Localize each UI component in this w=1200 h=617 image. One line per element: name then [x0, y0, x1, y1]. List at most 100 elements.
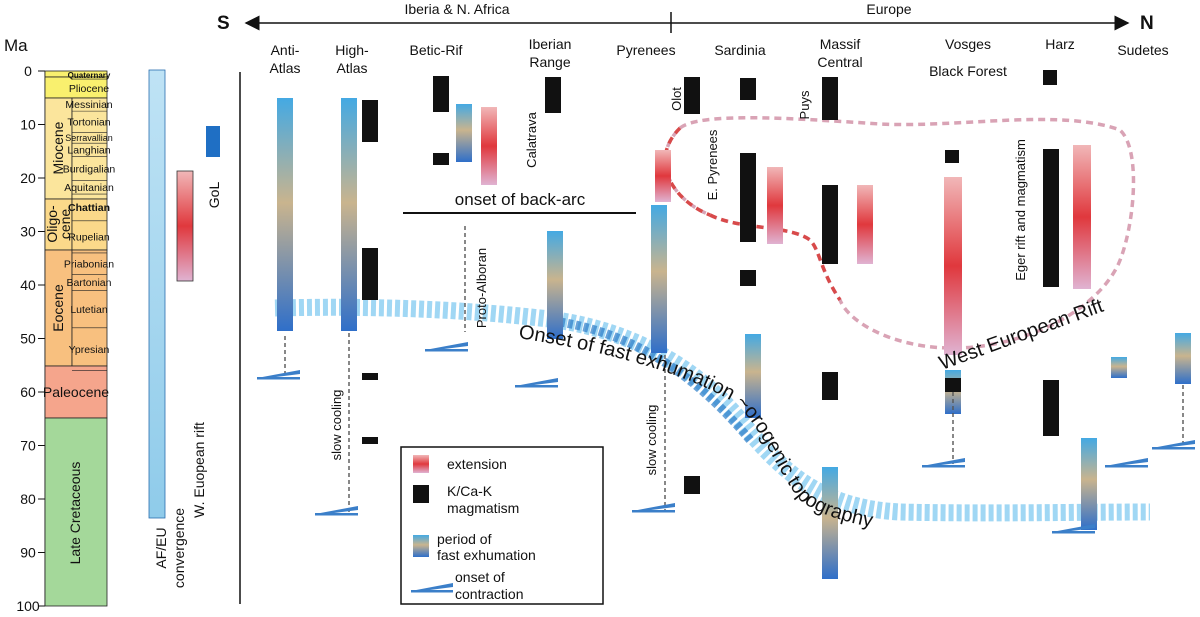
y-tick-label: 50	[20, 331, 36, 347]
exhumation-bar-pyrenees	[651, 205, 667, 353]
magmatism-bar	[1043, 380, 1059, 436]
exhumation-bar-high-atlas	[341, 98, 357, 331]
y-tick-label: 0	[24, 63, 32, 79]
time-scale: QuaternaryPlioceneMessinianTortonianSerr…	[43, 70, 116, 607]
miocene-stages	[71, 97, 108, 200]
magmatism-bar	[822, 185, 838, 264]
col-high-atlas-2: Atlas	[336, 60, 367, 76]
stage-label-burdigalian: Burdigalian	[63, 163, 116, 175]
eocene-block	[44, 249, 73, 367]
col-iberian-2: Range	[529, 54, 570, 70]
col-pyrenees: Pyrenees	[616, 42, 675, 58]
slow-cooling-label-2: slow cooling	[644, 405, 659, 476]
col-betic-rif: Betic-Rif	[410, 42, 463, 58]
y-tick-label: 20	[20, 170, 36, 186]
rift-outline-red-segment	[709, 213, 842, 301]
legend-exhumation-label-2: fast exhumation	[437, 547, 536, 563]
magmatism-bar	[740, 78, 756, 100]
y-tick-label: 80	[20, 491, 36, 507]
magmatism-bar	[433, 153, 449, 165]
magmatism-bar	[362, 437, 378, 444]
contraction-icon	[1052, 524, 1095, 534]
back-arc-label: onset of back-arc	[455, 190, 586, 209]
contraction-icon	[632, 503, 675, 513]
legend-box	[400, 446, 604, 605]
stage-label-quaternary: Quaternary	[68, 71, 111, 80]
extension-bar-sardinia	[767, 167, 783, 244]
late-cretaceous-block	[44, 417, 108, 607]
e-pyrenees-label: E. Pyrenees	[705, 129, 720, 200]
stage-label-bartonian: Bartonian	[67, 277, 112, 289]
period-miocene: Miocene	[50, 121, 66, 174]
col-anti-atlas-2: Atlas	[269, 60, 300, 76]
contraction-icon	[515, 378, 558, 388]
y-tick-label: 30	[20, 224, 36, 240]
stage-label-serravallian: Serravallian	[65, 133, 113, 143]
south-label: S	[217, 13, 230, 34]
legend-extension-swatch	[413, 455, 429, 473]
legend-contraction-icon	[411, 583, 453, 593]
col-massif-2: Central	[817, 54, 862, 70]
y-tick-label: 10	[20, 117, 36, 133]
stage-label-tortonian: Tortonian	[67, 117, 110, 129]
stage-label-messinian: Messinian	[65, 99, 112, 111]
y-tick-label: 90	[20, 545, 36, 561]
magmatism-bar	[945, 150, 959, 163]
col-anti-atlas-1: Anti-	[271, 42, 300, 58]
y-tick-label: 40	[20, 277, 36, 293]
af-eu-convergence-bar	[148, 69, 166, 519]
magmatism-bar	[684, 77, 700, 114]
legend-contraction-label-2: contraction	[455, 586, 523, 602]
fast-exhumation-band	[274, 298, 1151, 522]
exhumation-bar-betic	[456, 104, 472, 162]
contraction-icon	[257, 370, 300, 380]
column-headers: Anti- Atlas High- Atlas Betic-Rif Iberia…	[269, 36, 1168, 79]
magmatism-bar	[433, 76, 449, 112]
exhumation-bar-anti-atlas	[277, 98, 293, 331]
magmatism-bar	[822, 77, 838, 120]
col-sardinia: Sardinia	[714, 42, 766, 58]
stage-label-langhian: Langhian	[67, 145, 110, 157]
stage-label-priabonian: Priabonian	[64, 258, 114, 270]
y-axis-unit: Ma	[4, 36, 28, 55]
extension-bar-vosges	[944, 177, 962, 355]
legend-magmatism-label-2: magmatism	[447, 500, 519, 516]
gol-bar	[206, 126, 220, 157]
legend-extension-label: extension	[447, 456, 507, 472]
y-tick-label: 100	[16, 598, 40, 614]
col-vosges-2: Black Forest	[929, 63, 1007, 79]
eger-rift-label: Eger rift and magmatism	[1013, 139, 1028, 281]
period-paleocene: Paleocene	[43, 384, 109, 400]
stage-labels: QuaternaryPlioceneMessinianTortonianSerr…	[63, 71, 116, 356]
fast-exhumation-band-core	[559, 317, 754, 443]
magmatism-bar	[362, 248, 378, 300]
west-european-rift-bar	[176, 170, 194, 282]
olot-label: Olot	[669, 87, 684, 111]
iberia-region-label: Iberia & N. Africa	[404, 1, 509, 17]
magmatism-bar	[740, 270, 756, 286]
stage-label-lutetian: Lutetian	[70, 304, 108, 316]
extension-bars	[481, 107, 1091, 355]
col-vosges-1: Vosges	[945, 36, 991, 52]
legend-magmatism-label-1: K/Ca-K	[447, 483, 493, 499]
extension-bar-e-pyrenees	[655, 150, 671, 202]
col-harz: Harz	[1045, 36, 1075, 52]
legend-contraction-label-1: onset of	[455, 569, 505, 585]
eocene-stages	[71, 249, 108, 367]
exhumation-bar-sardinia	[745, 334, 761, 418]
contraction-icon	[315, 506, 358, 516]
y-tick-label: 60	[20, 384, 36, 400]
oligocene-stages	[71, 198, 108, 251]
extension-bar-betic	[481, 107, 497, 185]
calatrava-label: Calatrava	[524, 111, 539, 167]
magmatism-bar	[945, 378, 961, 392]
europe-region-label: Europe	[866, 1, 911, 17]
legend: extension K/Ca-K magmatism period of fas…	[400, 446, 604, 605]
rift-outline-red-segment-2	[663, 126, 711, 217]
stage-label-ypresian: Ypresian	[69, 344, 110, 356]
col-high-atlas-1: High-	[335, 42, 369, 58]
dashed-connectors	[284, 226, 1184, 513]
contraction-symbols	[257, 342, 1195, 534]
